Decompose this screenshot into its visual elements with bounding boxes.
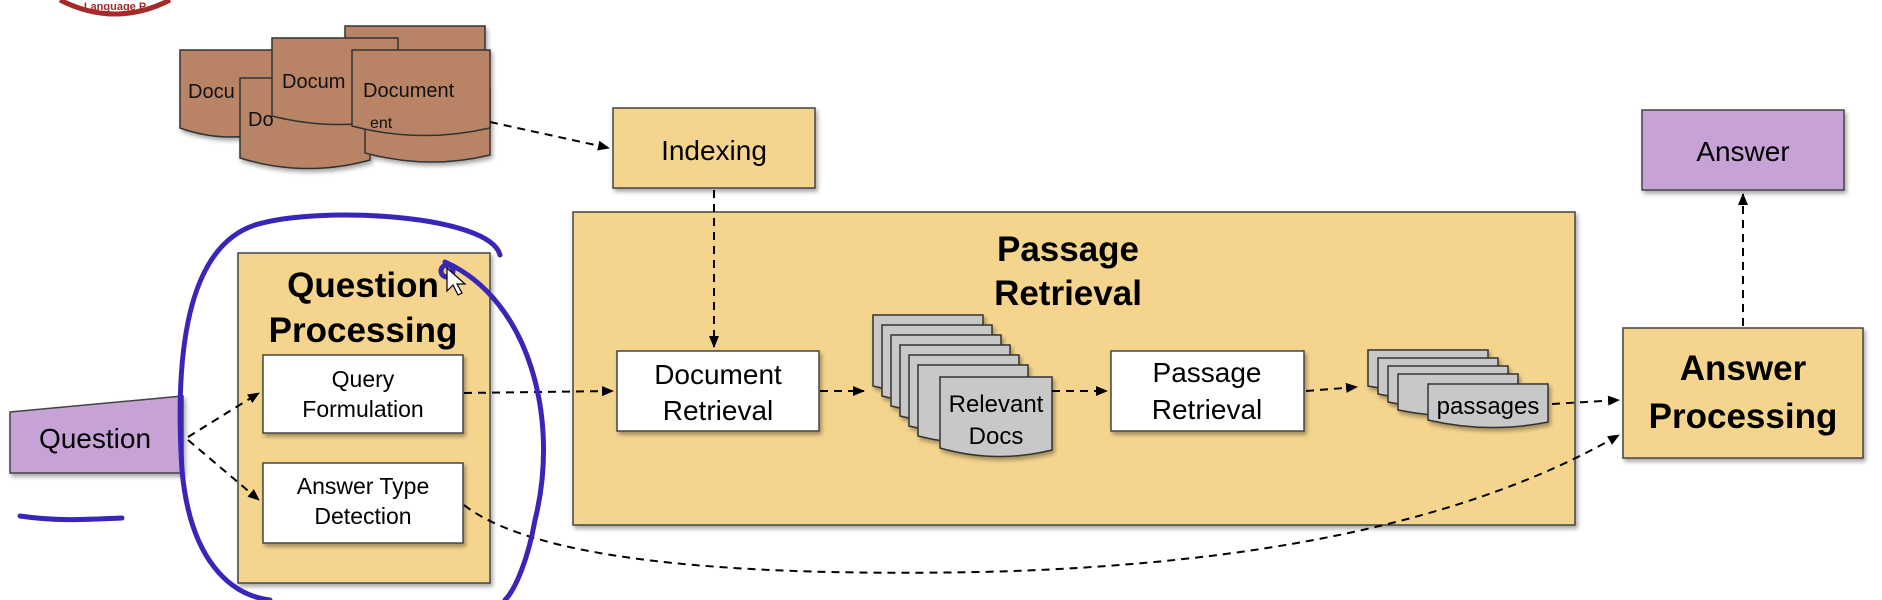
- query-formulation-line1: Query: [332, 366, 395, 392]
- relevant-docs-line2: Docs: [969, 423, 1024, 450]
- passage-retrieval-line1: Passage: [1153, 357, 1262, 388]
- answer-type-detection-box: [262, 462, 464, 544]
- stage-title-line2: Retrieval: [994, 274, 1142, 313]
- answer-processing-box: [1622, 327, 1864, 459]
- logo-icon: Language P: [58, 0, 172, 17]
- document-icon: [351, 49, 491, 137]
- document-label: ent: [370, 115, 393, 132]
- stage-title-line1: Passage: [997, 230, 1139, 269]
- passages-stack: [1367, 349, 1549, 429]
- document-label: Document: [363, 80, 455, 102]
- passage-retrieval-line2: Retrieval: [1152, 394, 1262, 425]
- query-formulation-line2: Formulation: [302, 396, 423, 422]
- answer-type-detection-line2: Detection: [314, 503, 411, 529]
- document-label: Docum: [282, 71, 345, 93]
- relevant-docs-stack: [872, 314, 1053, 458]
- answer-type-detection-line1: Answer Type: [297, 473, 430, 499]
- document-retrieval-line2: Retrieval: [663, 395, 773, 426]
- question-label: Question: [39, 423, 151, 454]
- arrow-documents-to-indexing: [489, 121, 610, 151]
- document-retrieval-box: [616, 350, 820, 432]
- document-retrieval-line1: Document: [654, 359, 782, 390]
- passages-label: passages: [1437, 393, 1540, 420]
- doc-sheet-icon: [939, 376, 1053, 458]
- mouse-cursor-icon: [446, 266, 467, 296]
- query-formulation-box: [262, 354, 464, 434]
- passage-sheet-icon: [1427, 383, 1549, 429]
- answer-label: Answer: [1696, 136, 1789, 167]
- ink-annotation: [17, 212, 547, 600]
- question-processing-title-line1: Question: [287, 266, 439, 305]
- document-label: Do: [248, 109, 274, 131]
- answer-processing-line1: Answer: [1680, 349, 1807, 388]
- logo-text: Language P: [84, 1, 146, 13]
- ink-circle-question-processing: [177, 212, 547, 600]
- relevant-docs-line1: Relevant: [949, 391, 1044, 418]
- indexing-label: Indexing: [661, 135, 767, 166]
- indexing-box: [612, 107, 816, 189]
- passage-retrieval-box: [1110, 350, 1305, 432]
- arrow-question-to-answer-type: [187, 439, 260, 501]
- arrow-passage-retrieval-to-passages: [1305, 382, 1358, 393]
- document-label: Docu: [188, 81, 235, 103]
- documents-stack: [179, 25, 491, 170]
- answer-box: [1641, 109, 1845, 191]
- ink-underline-question: [17, 513, 125, 523]
- answer-processing-line2: Processing: [1649, 397, 1838, 436]
- question-processing-title-line2: Processing: [269, 311, 458, 350]
- arrow-passages-to-answer-processing: [1551, 395, 1620, 406]
